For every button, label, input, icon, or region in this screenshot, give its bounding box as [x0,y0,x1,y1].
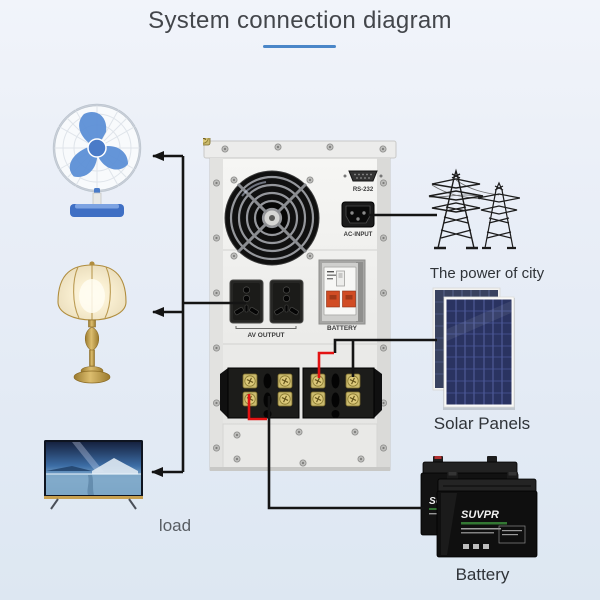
lamp-icon [57,261,127,384]
rs232-port: RS-232 [343,170,383,193]
bottom-edge [210,467,390,471]
cooling-fan-icon [224,170,320,266]
av-socket-2 [269,279,304,324]
inverter-top-cap [203,140,397,159]
solar-panels-icon [432,287,515,410]
battery-breaker-label: BATTERY [327,325,358,332]
fan-icon [52,103,142,217]
battery-front: SUVPR [436,472,538,558]
lamp-stem [84,319,100,367]
av-output-sockets: AV OUTPUT [229,279,304,339]
lamp-base [73,366,111,384]
tv-legs [50,498,137,510]
ac-input-label: AC-INPUT [344,232,373,238]
tv-icon [44,440,143,510]
battery-breaker: BATTERY [318,259,366,332]
tower-right [477,181,520,250]
load-label: load [158,516,192,535]
tv-soundbar [44,496,143,499]
left-rail [210,158,223,470]
battery-brand-front: SUVPR [461,509,499,521]
right-rail [377,158,390,470]
city-power-label: The power of city [429,265,545,282]
tv-screen [46,442,141,495]
brass-terminals [203,138,361,407]
lamp-shade [57,261,127,321]
tower-left [428,168,484,250]
solar-panels-label: Solar Panels [433,414,531,433]
inverter-device: RS-232 AC-INPUT [203,138,397,471]
battery-label: Battery [455,565,510,584]
page-title: System connection diagram [148,7,452,34]
rs232-label: RS-232 [353,187,374,193]
av-output-label: AV OUTPUT [247,332,284,339]
fan-stand [70,188,124,217]
ac-input-socket: AC-INPUT [341,201,375,238]
solar-panel-front [443,296,515,410]
title-underline [263,45,336,48]
av-socket-1 [229,279,264,324]
fan-hub [87,138,107,158]
batteries-icon: SUVPR SUVPR [420,456,538,558]
power-towers-icon [428,168,520,250]
